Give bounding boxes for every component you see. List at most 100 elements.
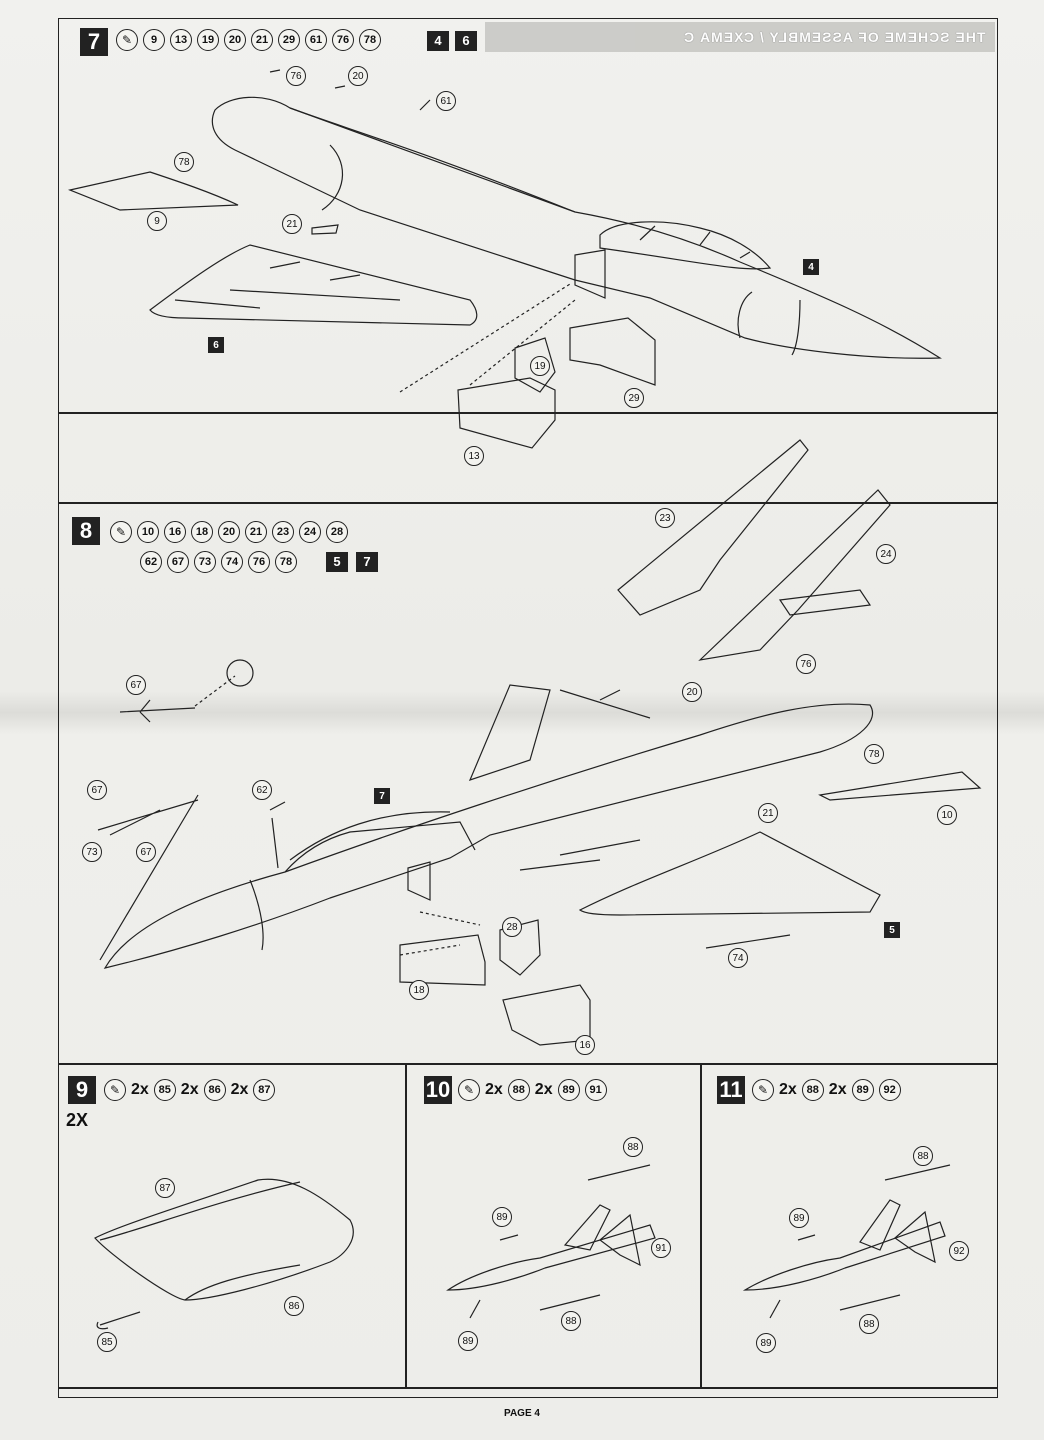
part-number: 61 [305,29,327,51]
part-number: 18 [191,521,213,543]
callout-89: 89 [789,1208,809,1228]
part-number: 76 [248,551,270,573]
divider-step8-bottom [58,1063,998,1065]
callout-61: 61 [436,91,456,111]
part-number: 16 [164,521,186,543]
multiplier: 2x [131,1081,149,1098]
step10-missile-drawing [446,1164,656,1319]
part-number: 21 [251,29,273,51]
callout-23: 23 [655,508,675,528]
part-number: 73 [194,551,216,573]
callout-20: 20 [348,66,368,86]
glue-icon: ✎ [104,1079,126,1101]
part-number: 23 [272,521,294,543]
callout-21: 21 [282,214,302,234]
step-11-parts: ✎ 2x 88 2x 89 92 [752,1079,901,1101]
callout-74: 74 [728,948,748,968]
component-tag: 4 [427,31,449,51]
part-number: 86 [203,1079,226,1101]
part-number: 21 [245,521,267,543]
part-number: 67 [167,551,189,573]
page-frame [58,18,998,1398]
step8-fuselage-drawing [103,684,874,969]
step-7-parts: ✎ 9 13 19 20 21 29 61 76 78 [116,29,381,51]
part-number: 13 [170,29,192,51]
step8-parts-drawing [97,659,591,1046]
step-9-number: 9 [68,1076,96,1104]
callout-62: 62 [252,780,272,800]
callout-86: 86 [284,1296,304,1316]
part-number: 88 [507,1079,530,1101]
part-number: 20 [224,29,246,51]
step7-parts-drawing [269,69,656,449]
step11-missile-drawing [742,1164,951,1319]
multiplier: 2x [180,1081,199,1098]
step-10-parts: ✎ 2x 88 2x 89 91 [458,1079,607,1101]
multiplier: 2x [779,1081,797,1098]
step-8-number: 8 [72,517,100,545]
glue-icon: ✎ [458,1079,480,1101]
step-9-parts: ✎ 2x 85 2x 86 2x 87 [104,1079,276,1101]
component-tag: 6 [455,31,477,51]
callout-89: 89 [756,1333,776,1353]
callout-88: 88 [561,1311,581,1331]
part-number: 76 [332,29,354,51]
callout-91: 91 [651,1238,671,1258]
part-number: 89 [557,1079,580,1101]
callout-88: 88 [859,1314,879,1334]
glue-icon: ✎ [110,521,132,543]
page-number: PAGE 4 [504,1408,540,1419]
multiplier: 2x [534,1081,553,1098]
assembly-tag: 4 [803,259,819,275]
assembly-tag: 5 [884,922,900,938]
callout-78: 78 [174,152,194,172]
callout-29: 29 [624,388,644,408]
assembly-tag: 6 [208,337,224,353]
callout-24: 24 [876,544,896,564]
step-7-number: 7 [80,28,108,56]
step-8-parts-row1: ✎ 10 16 18 20 21 23 24 28 [110,521,348,543]
assembly-tag: 7 [374,788,390,804]
callout-67: 67 [87,780,107,800]
callout-13: 13 [464,446,484,466]
step-10-number: 10 [424,1076,452,1104]
callout-18: 18 [409,980,429,1000]
divider-step9-10 [405,1063,407,1388]
part-number: 92 [878,1079,901,1101]
callout-73: 73 [82,842,102,862]
callout-88: 88 [913,1146,933,1166]
callout-20: 20 [682,682,702,702]
part-number: 20 [218,521,240,543]
callout-76: 76 [286,66,306,86]
divider-step8-top [58,502,998,504]
component-tag: 5 [326,552,348,572]
part-number: 29 [278,29,300,51]
part-number: 10 [137,521,159,543]
part-number: 78 [275,551,297,573]
multiplier: 2x [230,1081,249,1098]
step-11-number: 11 [717,1076,745,1104]
part-number: 62 [140,551,162,573]
callout-85: 85 [97,1332,117,1352]
component-tag: 7 [356,552,378,572]
callout-9: 9 [147,211,167,231]
step8-wing-drawing [519,771,982,949]
glue-icon: ✎ [752,1079,774,1101]
step-9-quantity: 2X [66,1110,89,1130]
part-number: 19 [197,29,219,51]
callout-21: 21 [758,803,778,823]
part-number: 28 [326,521,348,543]
divider-bottom [58,1387,998,1389]
callout-87: 87 [155,1178,175,1198]
divider-step10-11 [700,1063,702,1388]
callout-92: 92 [949,1241,969,1261]
step8-fin-drawing [617,439,891,661]
part-number: 87 [253,1079,276,1101]
callout-78: 78 [864,744,884,764]
multiplier: 2x [485,1081,503,1098]
glue-icon: ✎ [116,29,138,51]
step9-intake-drawing [94,1178,354,1330]
part-number: 91 [584,1079,607,1101]
